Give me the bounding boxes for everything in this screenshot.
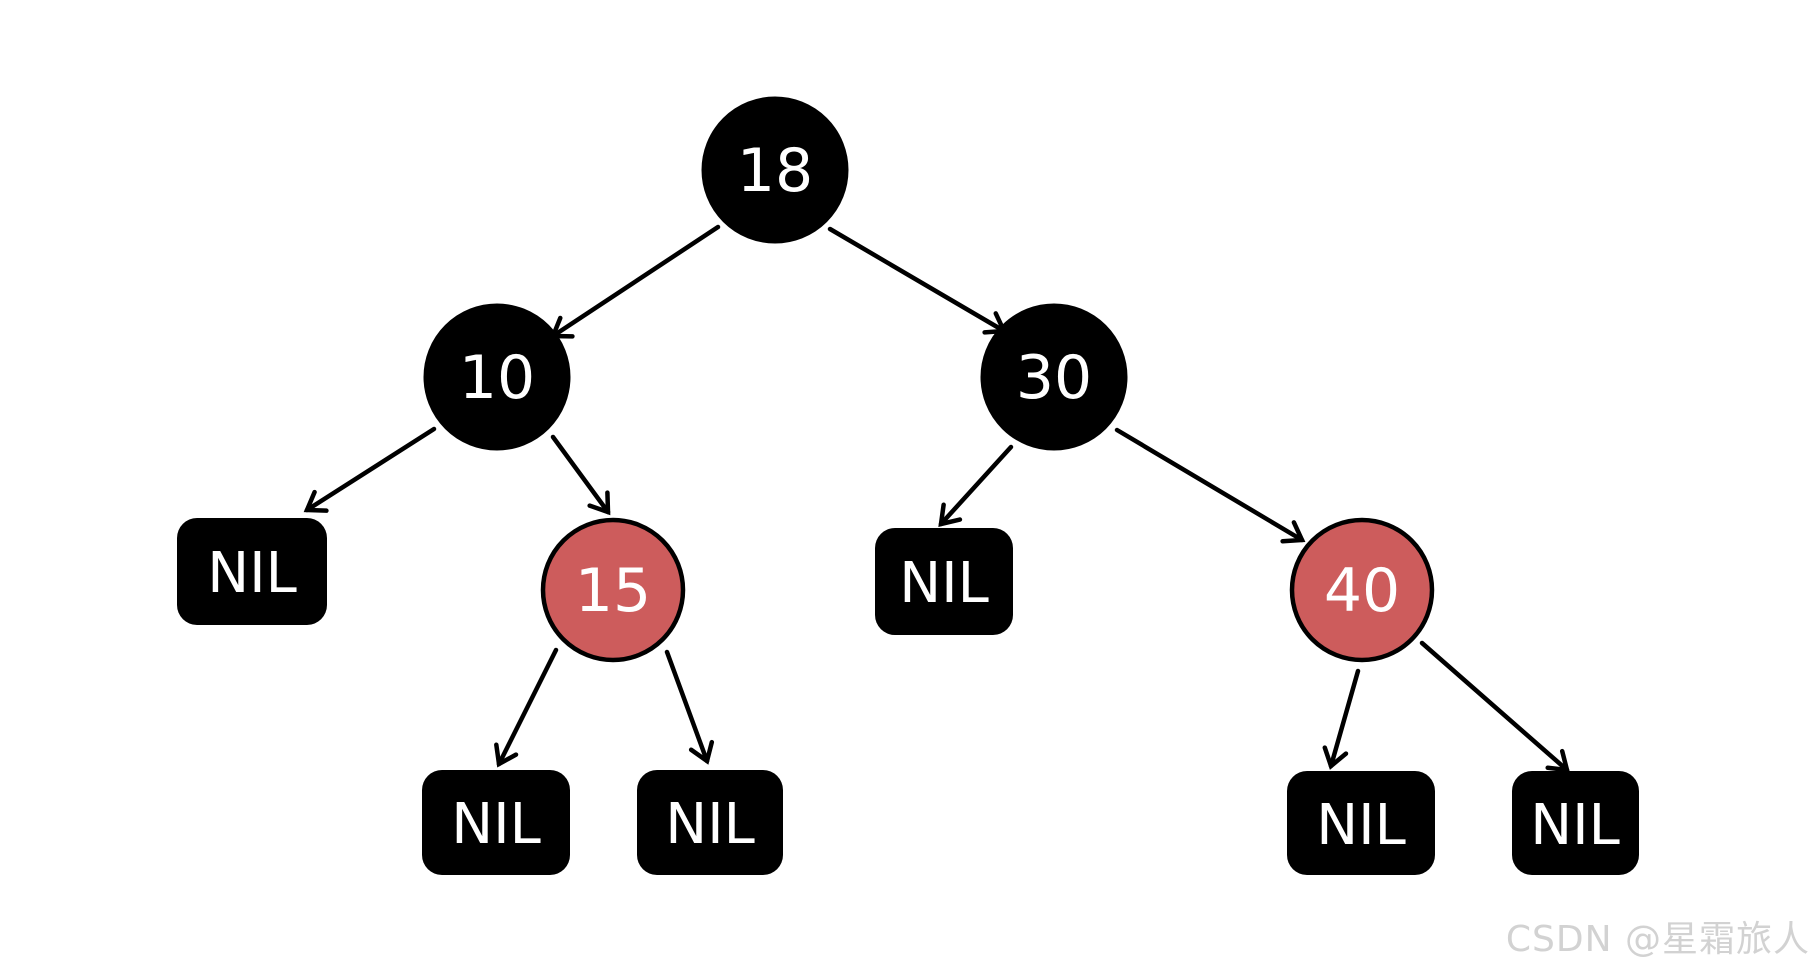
- node-10: 10: [423, 303, 571, 451]
- nil-30-left-label: NIL: [899, 551, 989, 616]
- nil-40-left-label: NIL: [1316, 793, 1406, 858]
- edge-40-nil-right: [1419, 640, 1570, 773]
- nil-15-right: NIL: [637, 770, 783, 875]
- node-10-circle: [423, 303, 571, 451]
- node-18: 18: [701, 96, 849, 244]
- nil-15-left-box: [422, 770, 570, 875]
- edge-18-10: [549, 224, 721, 339]
- nil-30-left: NIL: [875, 528, 1013, 635]
- edge-10-nil-left: [303, 426, 437, 513]
- nil-10-left: NIL: [177, 518, 327, 625]
- nil-40-right-box: [1512, 771, 1639, 875]
- node-15-label: 15: [575, 556, 651, 626]
- nil-40-left-box: [1287, 771, 1435, 875]
- edge-30-40: [1114, 427, 1306, 544]
- nodes-group: 18 10 30 15 40: [423, 96, 1435, 663]
- nil-15-right-label: NIL: [665, 792, 755, 857]
- watermark: CSDN @星霜旅人: [1505, 919, 1810, 960]
- node-15-circle: [540, 517, 686, 663]
- node-10-label: 10: [459, 343, 535, 413]
- node-30: 30: [980, 303, 1128, 451]
- edge-30-nil-left: [938, 444, 1014, 527]
- edge-10-15: [550, 434, 611, 516]
- nil-15-left-label: NIL: [451, 792, 541, 857]
- nil-40-right: NIL: [1512, 771, 1639, 875]
- nil-leaves-group: NIL NIL NIL NIL NIL NIL: [177, 518, 1639, 875]
- edge-18-30: [827, 226, 1008, 335]
- node-40: 40: [1289, 517, 1435, 663]
- nil-15-right-box: [637, 770, 783, 875]
- nil-15-left: NIL: [422, 770, 570, 875]
- node-18-circle: [701, 96, 849, 244]
- nil-30-left-box: [875, 528, 1013, 635]
- nil-10-left-box: [177, 518, 327, 625]
- node-30-label: 30: [1016, 343, 1092, 413]
- node-40-label: 40: [1324, 556, 1400, 626]
- node-30-circle: [980, 303, 1128, 451]
- node-18-label: 18: [737, 136, 813, 206]
- node-40-circle: [1289, 517, 1435, 663]
- nil-10-left-label: NIL: [207, 541, 297, 606]
- nil-40-right-label: NIL: [1530, 793, 1620, 858]
- edge-15-nil-right: [664, 649, 715, 765]
- node-15: 15: [540, 517, 686, 663]
- nil-40-left: NIL: [1287, 771, 1435, 875]
- edge-40-nil-left: [1322, 668, 1361, 770]
- edge-15-nil-left: [494, 647, 559, 768]
- edges-group: [303, 224, 1570, 773]
